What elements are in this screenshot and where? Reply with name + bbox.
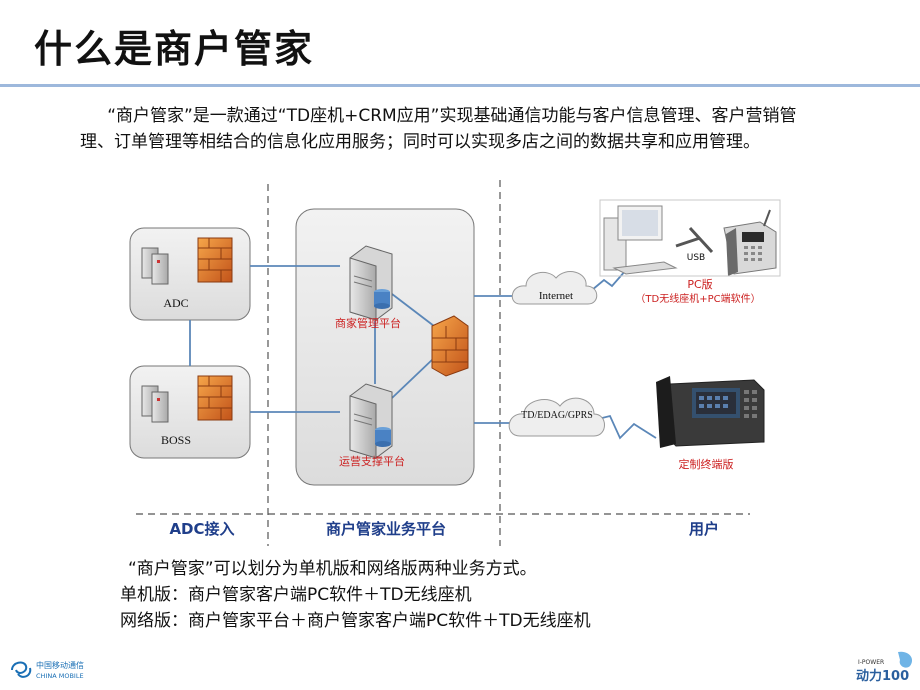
platform-box (295, 208, 475, 486)
merchant-server-icon (349, 245, 393, 321)
ops-platform-label: 运营支撑平台 (339, 454, 405, 468)
intro-text: “商户管家”是一款通过“TD座机+CRM应用”实现基础通信功能与客户信息管理、客… (80, 106, 797, 152)
merchant-platform-label: 商家管理平台 (335, 316, 401, 330)
zone-label-adc-access: ADC接入 (169, 520, 234, 538)
td-network-label: TD/EDAG/GPRS (521, 410, 593, 421)
pc-version-detail: （TD无线座机+PC端软件） (635, 292, 760, 305)
pc-icon (603, 205, 678, 275)
ipower-main: 动力100 (856, 668, 909, 684)
service-modes: “商户管家”可以划分为单机版和网络版两种业务方式。 单机版：商户管家客户端PC软… (120, 556, 591, 634)
td-network-cloud-icon (508, 397, 605, 437)
usb-label: USB (687, 253, 705, 263)
mode-network: 网络版：商户管家平台＋商户管家客户端PC软件＋TD无线座机 (120, 611, 591, 631)
zone-label-platform: 商户管家业务平台 (326, 520, 446, 538)
pc-version-frame (599, 199, 781, 277)
china-mobile-logo: 中国移动通信 CHINA MOBILE (11, 660, 84, 680)
ipower-badge: I-POWER 动力100 (856, 651, 913, 684)
china-mobile-cn: 中国移动通信 (36, 660, 84, 670)
terminal-phone-icon (656, 376, 765, 448)
architecture-diagram: ADC BOSS 商家管理平台 运营支撑平台 Int (129, 180, 781, 546)
internet-cloud-icon (511, 271, 598, 305)
platform-firewall-icon (431, 315, 469, 377)
boss-firewall-icon (197, 375, 233, 421)
custom-terminal-label: 定制终端版 (679, 457, 734, 471)
intro-paragraph: “商户管家”是一款通过“TD座机+CRM应用”实现基础通信功能与客户信息管理、客… (80, 103, 810, 155)
page-title: 什么是商户管家 (34, 27, 315, 71)
china-mobile-en: CHINA MOBILE (36, 672, 84, 680)
ops-server-icon (349, 383, 393, 459)
internet-label: Internet (539, 290, 573, 302)
adc-firewall-icon (197, 237, 233, 283)
adc-server-icon (141, 247, 169, 285)
title-divider (0, 84, 920, 87)
ipower-top: I-POWER (858, 659, 884, 666)
boss-label: BOSS (161, 433, 191, 447)
modes-lead: “商户管家”可以划分为单机版和网络版两种业务方式。 (128, 559, 537, 579)
usb-cable-icon (675, 226, 714, 254)
boss-server-icon (141, 385, 169, 423)
mode-standalone: 单机版：商户管家客户端PC软件＋TD无线座机 (120, 585, 472, 605)
desk-phone-icon (723, 209, 777, 276)
adc-label: ADC (163, 296, 188, 310)
zone-label-user: 用户 (689, 520, 719, 538)
pc-version-label: PC版 (687, 277, 712, 291)
